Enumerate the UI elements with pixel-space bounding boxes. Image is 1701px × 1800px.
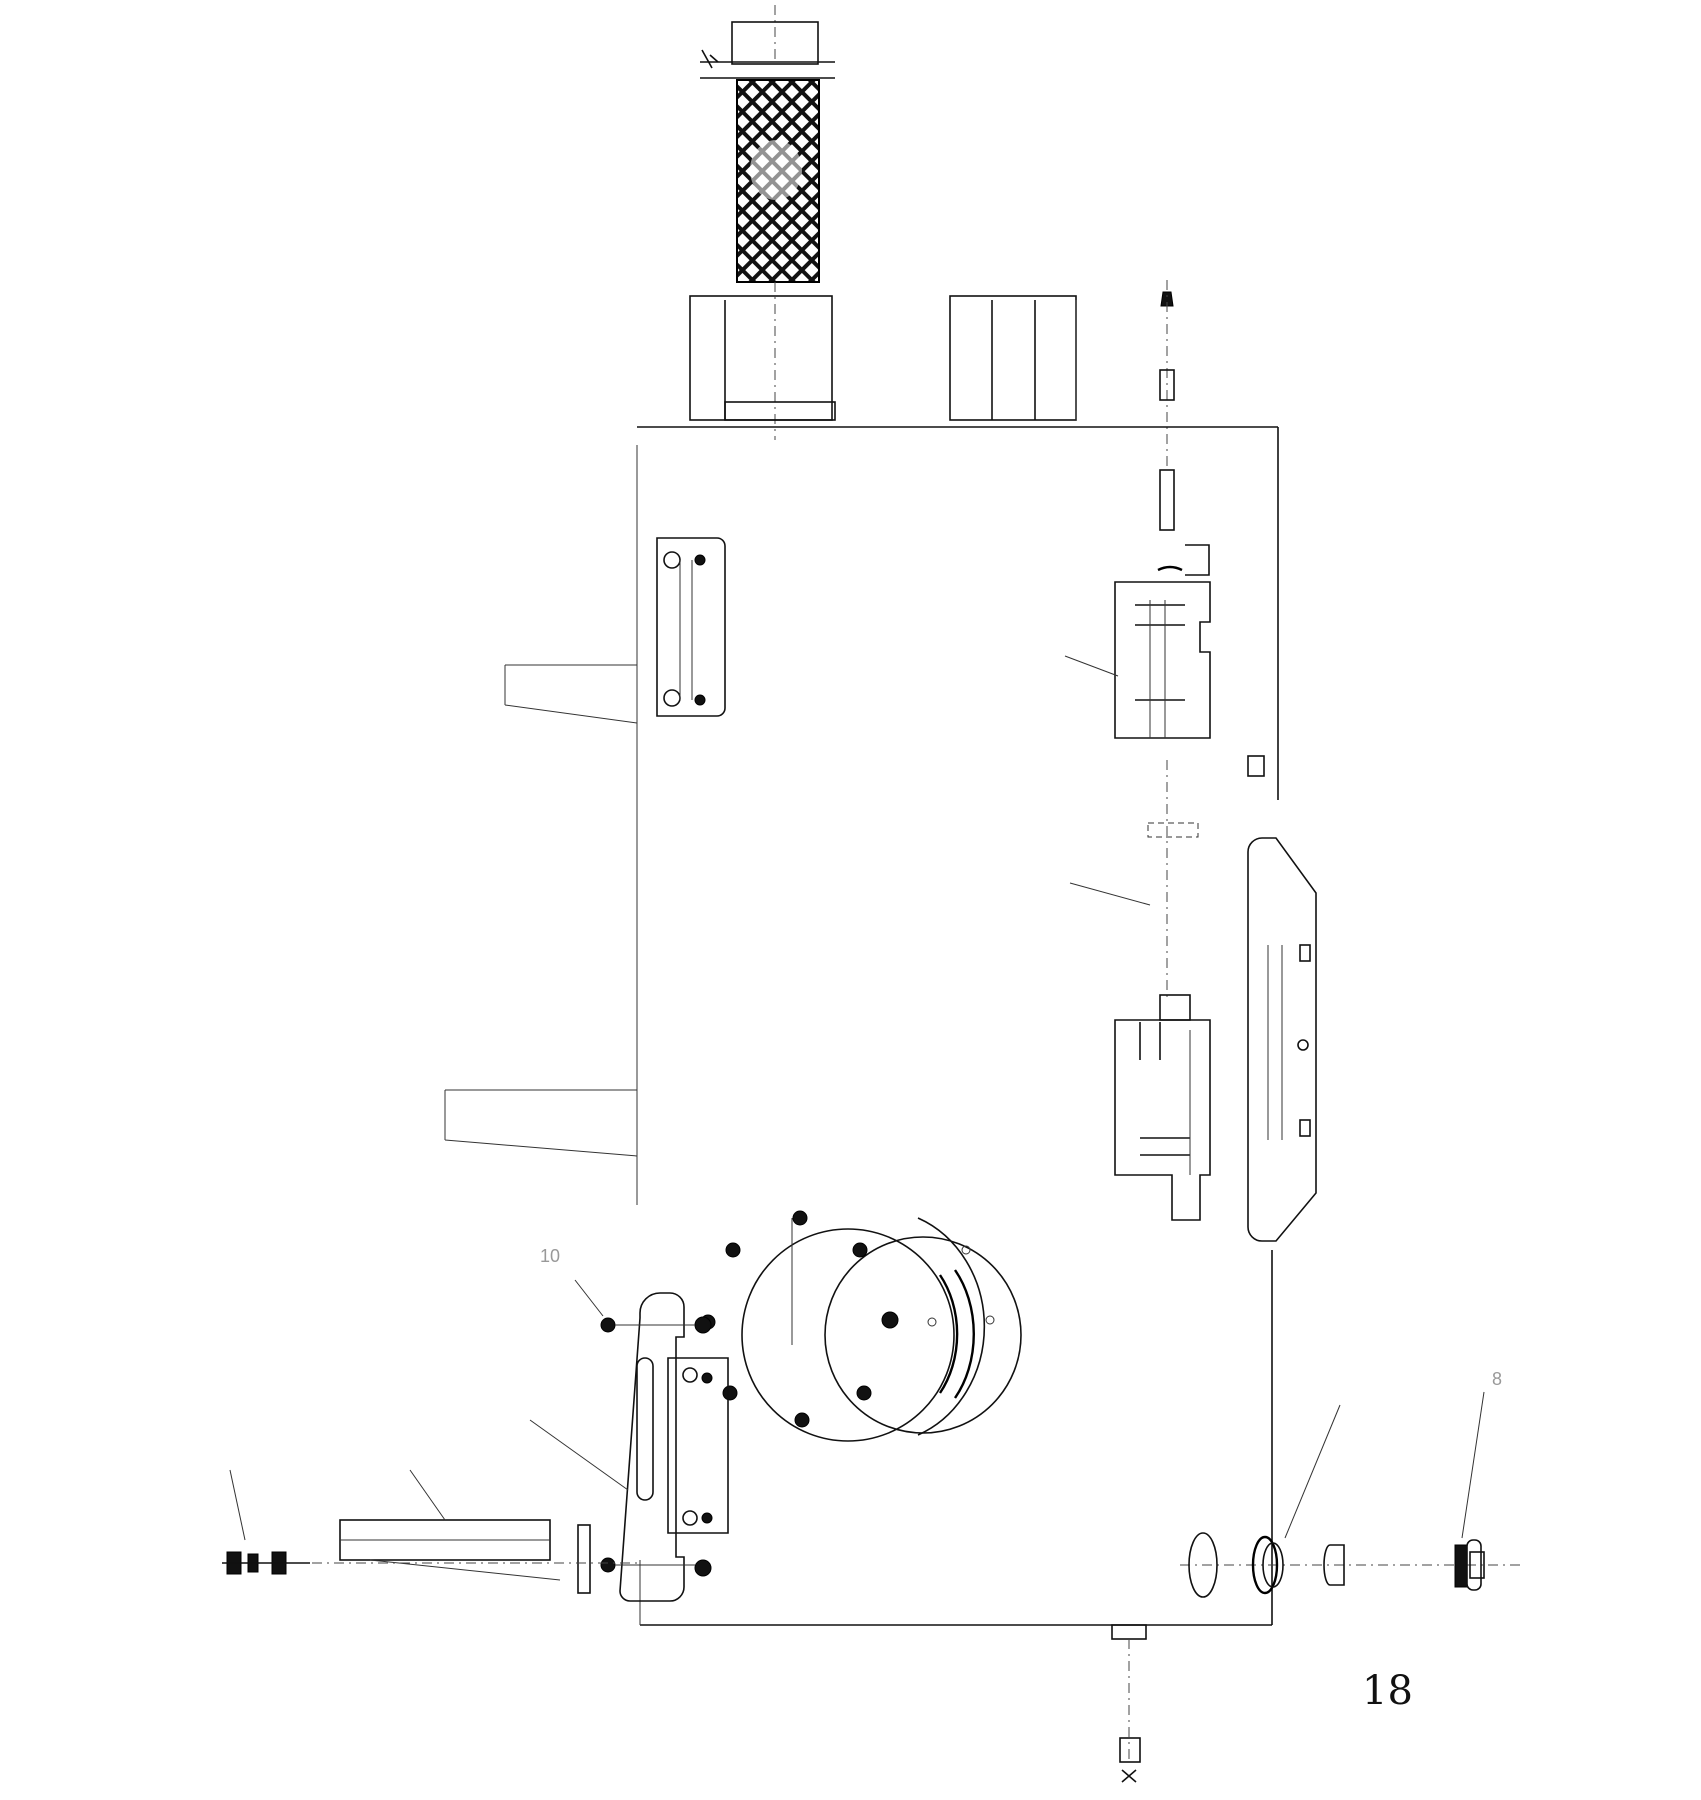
output-shaft-parts [1180,1532,1525,1598]
top-bosses [689,295,1077,421]
flange-bolts [700,1210,995,1428]
leader-lines [229,655,1485,1541]
callout-10: 10 [540,1246,560,1266]
input-shaft-assembly [222,1519,640,1594]
lower-foot-bracket [444,1089,638,1157]
breather-plug [1159,280,1175,531]
lower-mount-plate [600,1292,729,1602]
page-number: 18 [1362,1668,1413,1714]
centre-shaft-parts [1147,760,1199,1000]
gearbox-housing [636,426,1279,1783]
lower-bearing-block [1114,994,1211,1221]
upper-mount-plate [504,537,726,724]
air-filter [700,5,835,440]
callout-8: 8 [1492,1369,1502,1389]
side-guard-plate [1247,837,1317,1242]
motor-flange-disc [700,1210,1022,1442]
shaft-nut-set [222,1551,310,1575]
upper-bearing-block [1114,544,1265,777]
